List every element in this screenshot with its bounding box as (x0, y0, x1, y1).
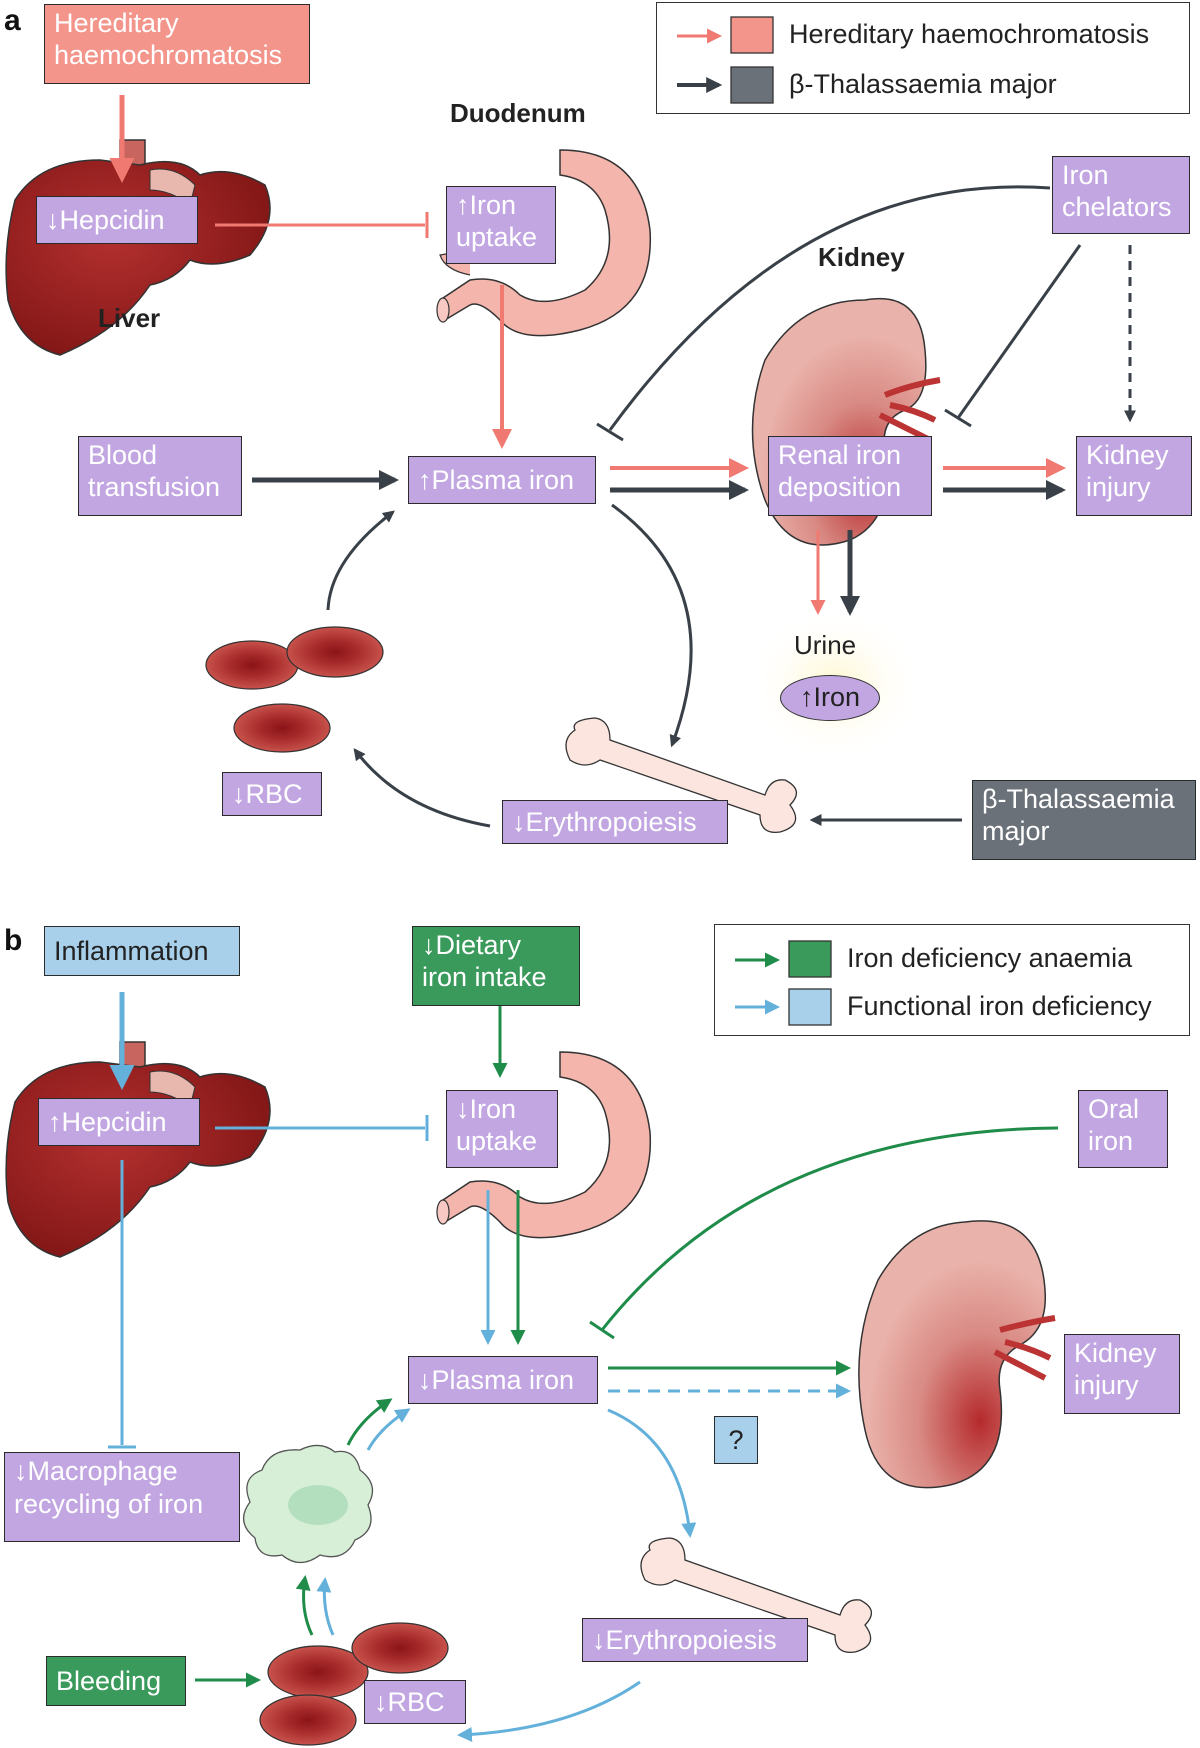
iron-chelators-box: Iron chelators (1052, 156, 1190, 234)
beta-thalassaemia-box: β-Thalassaemia major (972, 780, 1196, 860)
rbc-a-illustration (205, 626, 384, 753)
legend-a-item-2: β-Thalassaemia major (789, 69, 1057, 99)
kidney-injury-box-b: Kidney injury (1064, 1334, 1180, 1414)
hereditary-haemochromatosis-box: Hereditary haemochromatosis (44, 4, 310, 84)
hepcidin-box-a: ↓Hepcidin (36, 196, 198, 244)
erythropoiesis-box-b: ↓Erythropoiesis (582, 1618, 808, 1662)
dietary-iron-intake-box: ↓Dietary iron intake (412, 926, 580, 1006)
oral-iron-box: Oral iron (1078, 1090, 1168, 1168)
kidney-b-illustration (858, 1220, 1056, 1489)
rbc-box-a: ↓RBC (222, 772, 322, 816)
macrophage-illustration (243, 1444, 374, 1564)
arrows-panel-b (108, 990, 1059, 1742)
plasma-iron-box-b: ↓Plasma iron (408, 1356, 598, 1404)
erythropoiesis-box-a: ↓Erythropoiesis (502, 800, 728, 844)
liver-b-illustration (5, 1041, 271, 1258)
renal-iron-deposition-box: Renal iron deposition (768, 436, 932, 516)
macrophage-recycling-box: ↓Macrophage recycling of iron (4, 1452, 240, 1542)
kidney-label: Kidney (818, 242, 905, 272)
inflammation-box: Inflammation (44, 926, 240, 976)
panel-a-letter: a (4, 4, 21, 37)
bone-b-illustration (640, 1537, 872, 1654)
rbc-box-b: ↓RBC (364, 1680, 466, 1724)
panel-b-letter: b (4, 924, 23, 957)
plasma-iron-box-a: ↑Plasma iron (408, 456, 596, 504)
arrows-panel-a (109, 95, 1136, 828)
urine-iron-oval: ↑Iron (780, 675, 880, 721)
duodenum-label: Duodenum (450, 98, 586, 128)
hepcidin-box-b: ↑Hepcidin (38, 1098, 200, 1146)
bleeding-box: Bleeding (46, 1656, 186, 1706)
iron-uptake-box-b: ↓Iron uptake (446, 1090, 558, 1168)
duodenum-b-illustration (436, 1051, 652, 1239)
legend-b-swatches (735, 940, 832, 1026)
legend-a-item-1: Hereditary haemochromatosis (789, 19, 1150, 49)
legend-a-swatches (677, 16, 774, 104)
legend-b-item-2: Functional iron deficiency (847, 991, 1152, 1021)
legend-a: Hereditary haemochromatosis β-Thalassaem… (656, 2, 1190, 114)
bone-a-illustration (565, 717, 797, 834)
iron-uptake-box-a: ↑Iron uptake (446, 186, 556, 264)
urine-label: Urine (794, 630, 857, 660)
blood-transfusion-box: Blood transfusion (78, 436, 242, 516)
legend-b: Iron deficiency anaemia Functional iron … (714, 924, 1190, 1036)
legend-b-item-1: Iron deficiency anaemia (847, 943, 1133, 973)
rbc-b-illustration (259, 1622, 449, 1746)
kidney-injury-box-a: Kidney injury (1076, 436, 1192, 516)
liver-label-a: Liver (98, 303, 161, 333)
unknown-question-box: ? (714, 1416, 758, 1464)
